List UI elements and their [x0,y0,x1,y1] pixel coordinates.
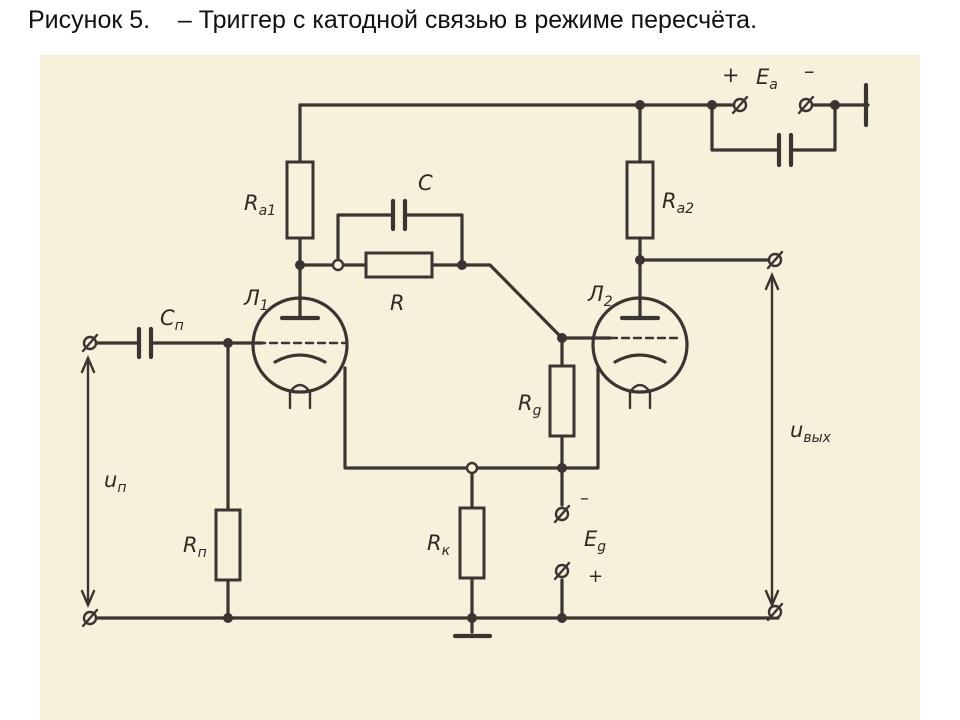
junction-dots [223,100,840,623]
capacitor-supply [776,132,794,168]
capacitor-c [390,198,408,232]
label-ra2: Ra2 [662,189,694,217]
label-eg: Eg [584,527,606,555]
terminals [81,95,815,628]
resistor-rn [214,508,242,582]
capacitor-cn [136,326,154,360]
resistor-rg [548,364,576,438]
resistor-r [364,251,434,279]
label-r: R [390,291,405,315]
label-c: C [418,171,433,195]
label-rn: Rп [183,533,207,561]
page-title: Рисунок 5. – Триггер с катодной связью в… [28,6,758,34]
vacuum-tube-1 [251,296,349,410]
resistor-rk [458,506,486,580]
ground-symbol [452,82,869,639]
resistor-ra2 [625,160,655,240]
label-cn: Cп [160,306,184,334]
resistor-ra1 [285,160,315,240]
label-ea-minus: – [804,59,815,83]
label-l1: Л1 [243,286,269,314]
label-eg-minus: – [580,488,589,509]
label-rk: Rк [427,531,451,559]
label-l2: Л2 [587,282,613,310]
arrow-output-voltage [764,271,780,609]
label-input-voltage: uп [104,468,126,496]
label-ea: Ea [756,65,778,93]
vacuum-tube-2 [591,296,689,410]
arrow-input-voltage [80,354,96,609]
label-ra1: Ra1 [244,191,276,219]
paper-background [40,55,920,720]
label-ea-plus: + [722,63,740,87]
label-eg-plus: + [588,566,603,587]
label-rg: Rg [518,391,542,419]
label-output-voltage: uвых [790,418,832,446]
